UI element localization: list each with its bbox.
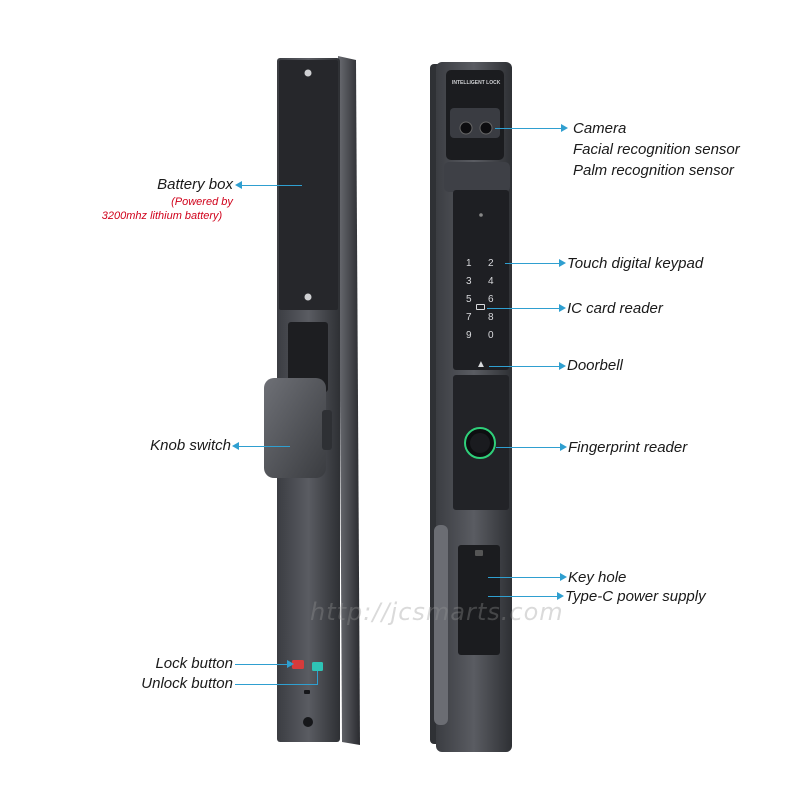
- key-6[interactable]: 6: [488, 294, 494, 305]
- battery-box: [279, 60, 338, 310]
- arrow-doorbell: [559, 362, 566, 370]
- door-handle: [434, 525, 448, 725]
- key-7[interactable]: 7: [466, 312, 472, 323]
- camera-lens-right: [479, 121, 493, 135]
- knob-recess: [288, 322, 328, 392]
- bell-icon[interactable]: ▲: [476, 359, 486, 370]
- leader-camera: [495, 128, 561, 129]
- fingerprint-sensor: [470, 433, 490, 453]
- key-3[interactable]: 3: [466, 276, 472, 287]
- key-5[interactable]: 5: [466, 294, 472, 305]
- key-hole-cover: [458, 545, 500, 655]
- keypad-panel: [453, 190, 509, 370]
- leader-lock-button: [235, 664, 289, 665]
- indicator-slot: [304, 690, 310, 694]
- leader-typec: [488, 596, 557, 597]
- keypad-grid: 1 2 3 4 5 6 7 8 9 0: [462, 258, 502, 354]
- key-1[interactable]: 1: [466, 258, 472, 269]
- watermark: http://jcsmarts.com: [310, 598, 564, 626]
- label-camera: Camera: [573, 120, 627, 137]
- leader-key-hole: [488, 577, 560, 578]
- key-hole: [475, 550, 483, 556]
- label-knob-switch: Knob switch: [150, 437, 231, 454]
- key-4[interactable]: 4: [488, 276, 494, 287]
- label-typec: Type-C power supply: [565, 588, 706, 605]
- arrow-typec: [557, 592, 564, 600]
- arrow-ic-card: [559, 304, 566, 312]
- arrow-battery-box: [235, 181, 242, 189]
- screw-bottom: [304, 293, 312, 301]
- mic-hole: [479, 213, 483, 217]
- arrow-lock-button: [287, 660, 294, 668]
- arrow-keypad: [559, 259, 566, 267]
- bottom-screw-hole: [303, 717, 313, 727]
- leader-ic-card: [487, 308, 560, 309]
- screw-top: [304, 69, 312, 77]
- label-facial: Facial recognition sensor: [573, 141, 740, 158]
- knob-shaft: [322, 410, 332, 450]
- label-battery-box: Battery box: [157, 176, 233, 193]
- leader-unlock-button-rise: [317, 671, 318, 685]
- leader-knob-switch: [237, 446, 290, 447]
- label-keypad: Touch digital keypad: [567, 255, 704, 272]
- battery-note-2: 3200mhz lithium battery): [101, 210, 223, 222]
- label-fingerprint: Fingerprint reader: [568, 439, 688, 456]
- knob-switch: [264, 378, 326, 478]
- lock-button: [292, 660, 304, 669]
- panel-top-ridge: [444, 162, 510, 192]
- arrow-camera: [561, 124, 568, 132]
- device-badge: INTELLIGENT LOCK: [452, 80, 501, 86]
- key-2[interactable]: 2: [488, 258, 494, 269]
- camera-lens-left: [459, 121, 473, 135]
- key-9[interactable]: 9: [466, 330, 472, 341]
- leader-keypad: [505, 263, 560, 264]
- label-unlock-button: Unlock button: [141, 675, 233, 692]
- unlock-button: [312, 662, 323, 671]
- label-doorbell: Doorbell: [567, 357, 623, 374]
- arrow-fingerprint: [560, 443, 567, 451]
- label-key-hole: Key hole: [568, 569, 627, 586]
- label-ic-card: IC card reader: [567, 300, 663, 317]
- label-palm: Palm recognition sensor: [573, 162, 734, 179]
- battery-note-1: (Powered by: [171, 196, 233, 208]
- label-lock-button: Lock button: [155, 655, 233, 672]
- arrow-key-hole: [560, 573, 567, 581]
- leader-doorbell: [489, 366, 560, 367]
- key-8[interactable]: 8: [488, 312, 494, 323]
- leader-unlock-button: [235, 684, 317, 685]
- arrow-knob-switch: [232, 442, 239, 450]
- leader-fingerprint: [496, 447, 560, 448]
- inner-lock: [264, 56, 360, 745]
- ic-card-icon: [476, 304, 485, 310]
- leader-battery-box: [240, 185, 302, 186]
- key-0[interactable]: 0: [488, 330, 494, 341]
- camera-window: [450, 108, 500, 138]
- outer-lock: [430, 62, 512, 752]
- inner-lock-side: [338, 56, 360, 745]
